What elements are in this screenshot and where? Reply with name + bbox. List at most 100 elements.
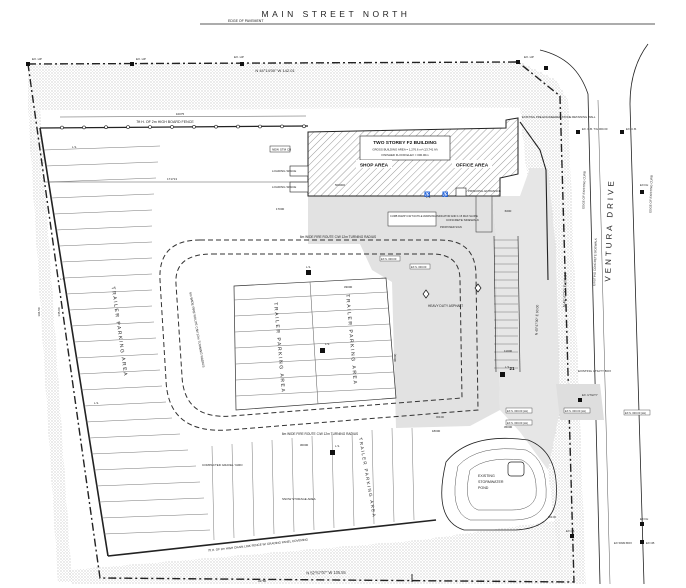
light-standard-labels: L.S. L.S. L.S. L.S. L.S. L.S. L.S. L.S. xyxy=(60,145,510,448)
ex-fh-1: EX FH xyxy=(640,183,648,187)
bearing-bottom-label: N 52°57'07" W 135.55 xyxy=(306,570,346,576)
stormwater-label-2: STORMWATER xyxy=(478,480,504,484)
fire-route-label-2: 6m WIDE FIRE ROUTE C/W 12m TURNING RADIU… xyxy=(282,432,358,436)
trailer-center-label-1: TRAILER PARKING AREA xyxy=(272,302,286,394)
ex-cb-2: EX. C.B. xyxy=(626,127,637,131)
ex-fh-2: EX FH xyxy=(640,517,648,521)
trailer-left-label: TRAILER PARKING AREA xyxy=(110,286,129,377)
svg-text:000.00: 000.00 xyxy=(548,515,556,519)
existing-concrete-sidewalk-label: EXISTING CONCRETE SIDEWALK xyxy=(592,238,598,286)
proposed-sign-label: PROPOSED SIGN xyxy=(440,225,462,229)
ex-hp-tr: EX. HP xyxy=(234,55,244,59)
svg-text:L.S.: L.S. xyxy=(505,365,510,369)
existing-utility-label: EXISTING UTILITY BOX xyxy=(578,369,611,373)
bearing-top-label: N 44°14'00" W 142.01 xyxy=(255,68,295,73)
dim-line-top xyxy=(59,115,307,118)
curb-line xyxy=(597,99,611,585)
dim-d12: 30000 xyxy=(300,443,309,447)
sidewalk-strip xyxy=(475,195,493,233)
trailer-center-block xyxy=(233,277,397,411)
svg-text:EX S. 000.00 (LH): EX S. 000.00 (LH) xyxy=(507,409,528,413)
dim-d1: 10075 xyxy=(176,112,185,116)
fence-bottom xyxy=(107,519,437,557)
trailer-center-label-2: TRAILER PARKING AREA xyxy=(344,294,358,386)
fire-route-inner xyxy=(175,253,463,417)
fire-route-label-1: 6m WIDE FIRE ROUTE C/W 12m TURNING RADIU… xyxy=(300,235,376,239)
heavy-duty-asphalt xyxy=(308,196,500,428)
bearing-right-label-2: N 45°47'30" E 60.00 xyxy=(534,305,539,336)
road-edge-right xyxy=(629,43,649,585)
stormwater-label-3: POND xyxy=(478,486,489,490)
main-street-label: MAIN STREET NORTH xyxy=(262,9,411,19)
building-title: TWO STOREY F2 BUILDING xyxy=(373,140,437,146)
trailer-left-stalls xyxy=(43,145,211,535)
dim-d9: 500000 xyxy=(335,183,345,187)
fence-top-label: 7ft H. OF 2m HIGH BOARD FENCE xyxy=(136,120,194,124)
dim-d8: 18000 xyxy=(432,429,441,433)
curb-ramp-box xyxy=(387,211,437,227)
shop-area-label: SHOP AREA xyxy=(360,163,389,169)
retaining-wall-label: EXISTING PRE-ENGINEERED STONE RETAINING … xyxy=(522,115,596,119)
stormwater-pond-outer xyxy=(441,437,557,531)
dim-d6: 11000 xyxy=(504,349,512,353)
svg-text:L.S.: L.S. xyxy=(335,444,340,448)
svg-text:EX S. 000.00: EX S. 000.00 xyxy=(411,265,427,269)
property-boundary xyxy=(27,61,575,583)
new-stm-box xyxy=(269,145,291,153)
svg-text:000.00: 000.00 xyxy=(436,415,444,419)
marker-symbols xyxy=(26,60,644,544)
svg-text:L.S.: L.S. xyxy=(306,265,311,269)
edge-of-pavement-label: EDGE OF PAVEMENT xyxy=(228,19,264,23)
office-area-label: OFFICE AREA xyxy=(456,163,489,169)
bearing-right-label: N 45°47'30" E 105.34 xyxy=(562,273,567,307)
dim-d11: 6000 xyxy=(505,209,512,213)
stormwater-pond-inner xyxy=(467,458,537,511)
retaining-wall xyxy=(519,121,549,281)
svg-text:EX S. 000.00 (LH): EX S. 000.00 (LH) xyxy=(565,409,586,413)
dim-d2: 171713 xyxy=(167,177,177,181)
fence-posts xyxy=(60,124,306,130)
loading-space-2: LOADING SPACE xyxy=(272,185,296,189)
svg-text:EX S. 000.00 (LH): EX S. 000.00 (LH) xyxy=(625,411,646,415)
fence-top xyxy=(39,125,309,129)
dim-left-2: 145.00 xyxy=(57,307,61,317)
ex-cb-1: EX. C.B. T/G 000.00 xyxy=(582,127,608,131)
building-floor: FINISHED FLOOR ELEV = 000.00m xyxy=(382,153,430,157)
ex-swm-box: EX SWM BOX xyxy=(614,541,632,545)
driveway-apron xyxy=(492,168,560,470)
ex-hp-tl: EX. HP xyxy=(32,57,42,61)
svg-text:L.S.: L.S. xyxy=(325,342,330,346)
svg-text:L.S.: L.S. xyxy=(60,277,65,281)
snow-storage-label: SNOW STORAGE AREA xyxy=(282,497,316,501)
trailer-center-divider xyxy=(309,281,319,405)
concrete-sidewalk-label: CONCRETE SIDEWALK xyxy=(446,218,479,222)
new-stm-label: NEW STM CB xyxy=(272,148,291,152)
stormwater-pond-mid xyxy=(454,448,547,521)
landscape-strip-left xyxy=(28,110,72,582)
ex-hp-tc: EX. HP xyxy=(136,57,146,61)
curb-ramp-label: CURB RAMP C/W TACTILE WARNING INDICATOR … xyxy=(390,214,478,218)
elevation-tags: EX S. 000.00 EX S. 000.00 EX S. 000.00 (… xyxy=(379,255,651,519)
svg-text:L.S.: L.S. xyxy=(426,195,431,199)
stormwater-label-1: EXISTING xyxy=(478,474,495,478)
ex-hp-tr2: EX. HP xyxy=(524,55,534,59)
edge-of-existing-curb-label: EDGE OF EXISTING CURB xyxy=(648,175,653,213)
svg-text:EX S. 000.00 (LH): EX S. 000.00 (LH) xyxy=(507,421,528,425)
svg-text:♿: ♿ xyxy=(442,191,448,198)
edge-of-existing-curb-label-2: EDGE OF EXISTING CURB xyxy=(581,171,586,209)
ex-utility: EX. UTILITY xyxy=(582,393,598,397)
landscape-strip-bottom xyxy=(68,520,562,584)
fire-route-label-3: 6m WIDE FIRE ROUTE C/W 12m TURNING RADIU… xyxy=(188,292,205,368)
dim-d5: 45000 xyxy=(504,425,513,429)
svg-text:♿: ♿ xyxy=(424,191,430,198)
trailer-bottom-label: TRAILER PARKING AREA xyxy=(358,437,377,518)
parking-stalls-east xyxy=(493,235,521,373)
svg-text:L.S.: L.S. xyxy=(72,145,77,149)
ex-cb-4: EX CB xyxy=(646,541,655,545)
svg-text:EX S. 000.00: EX S. 000.00 xyxy=(381,257,397,261)
dim-d10: 48000 xyxy=(393,353,398,362)
ventura-drive-label: VENTURA DRIVE xyxy=(603,178,616,282)
dim-d3: 17000 xyxy=(276,207,285,211)
fire-route-outer xyxy=(159,239,479,431)
